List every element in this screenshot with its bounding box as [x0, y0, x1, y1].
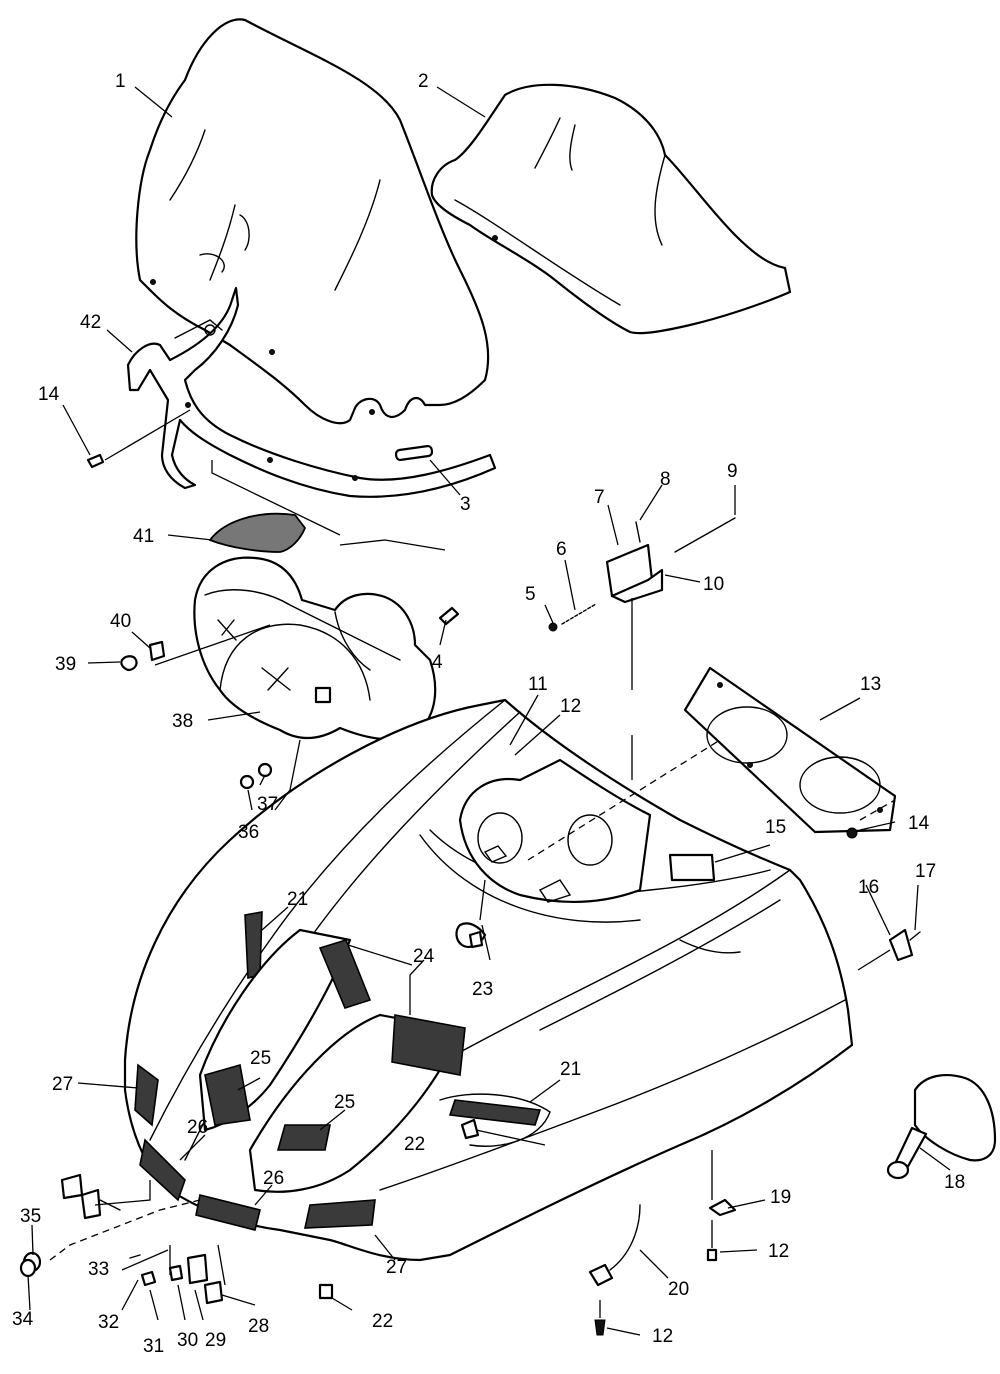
- callout-40: 40: [110, 611, 131, 632]
- callout-19: 19: [770, 1187, 791, 1208]
- callout-16: 16: [858, 877, 879, 898]
- callout-34: 34: [12, 1309, 34, 1330]
- headlight-housing: [193, 556, 437, 741]
- callout-37: 37: [257, 794, 278, 815]
- callout-9: 9: [727, 461, 738, 482]
- callout-28: 28: [248, 1316, 269, 1337]
- callout-25a: 25: [250, 1048, 271, 1069]
- callout-36: 36: [238, 822, 259, 843]
- callout-10: 10: [703, 574, 724, 595]
- callout-13: 13: [860, 674, 881, 695]
- front-hardware: [19, 1173, 224, 1305]
- callout-leaders: [27, 86, 951, 1336]
- callout-38: 38: [172, 711, 193, 732]
- callout-labels: 1 2 3 4 5 6 7 8 9 10 11 12 13 14 14 15 1…: [12, 71, 965, 1357]
- callout-21b: 21: [560, 1059, 581, 1080]
- callout-33: 33: [88, 1259, 109, 1280]
- callout-42: 42: [80, 312, 101, 333]
- foam-pad: [208, 512, 307, 553]
- callout-27b: 27: [386, 1257, 407, 1278]
- callout-27a: 27: [52, 1074, 73, 1095]
- callout-2: 2: [418, 71, 429, 92]
- callout-11: 11: [528, 674, 548, 695]
- callout-30: 30: [177, 1330, 198, 1351]
- callout-12b: 12: [768, 1241, 789, 1262]
- fasteners-left: [86, 453, 273, 790]
- callout-32: 32: [98, 1312, 119, 1333]
- callout-1: 1: [115, 71, 126, 92]
- windshield-bracket: [126, 286, 497, 498]
- callout-23: 23: [472, 979, 493, 1000]
- callout-24: 24: [413, 946, 435, 967]
- callout-12c: 12: [652, 1326, 673, 1347]
- callout-26b: 26: [263, 1168, 284, 1189]
- callout-26a: 26: [187, 1117, 208, 1138]
- windshield-clip: [394, 444, 434, 462]
- callout-29: 29: [205, 1330, 226, 1351]
- callout-20: 20: [668, 1279, 689, 1300]
- fastener-right: [318, 827, 921, 1336]
- callout-15: 15: [765, 817, 786, 838]
- callout-14b: 14: [908, 813, 930, 834]
- assembly-lines: [49, 460, 896, 1318]
- seat-cover: [430, 83, 792, 335]
- callout-35: 35: [20, 1206, 41, 1227]
- callout-22a: 22: [404, 1134, 425, 1155]
- callout-22b: 22: [372, 1311, 393, 1332]
- panel-plate: [683, 666, 897, 834]
- callout-6: 6: [556, 539, 567, 560]
- hood: [123, 698, 854, 1262]
- callout-4: 4: [432, 652, 443, 673]
- callout-25b: 25: [334, 1092, 355, 1113]
- callout-5: 5: [525, 584, 536, 605]
- callout-7: 7: [594, 487, 605, 508]
- callout-39: 39: [55, 654, 76, 675]
- callout-14a: 14: [38, 384, 60, 405]
- callout-41: 41: [133, 526, 154, 547]
- callout-21a: 21: [287, 889, 308, 910]
- callout-12a: 12: [560, 696, 581, 717]
- callout-8: 8: [660, 469, 671, 490]
- callout-31: 31: [143, 1336, 164, 1357]
- callout-18: 18: [944, 1172, 965, 1193]
- mirror: [886, 1074, 997, 1180]
- callout-17: 17: [915, 861, 936, 882]
- callout-3: 3: [460, 494, 471, 515]
